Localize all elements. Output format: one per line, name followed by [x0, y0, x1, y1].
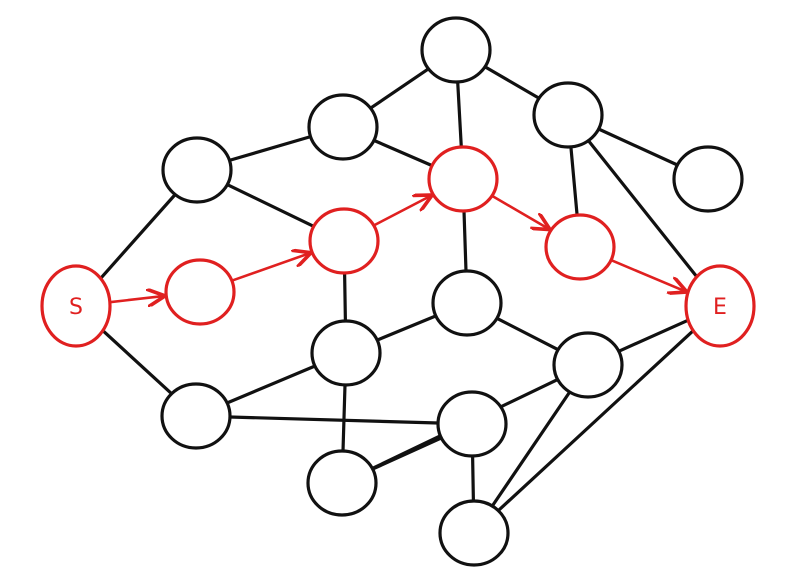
edge-lc-bot [471, 454, 475, 503]
node-r3 [427, 145, 499, 213]
node-ml [307, 93, 379, 161]
edge-r3-c [462, 209, 468, 273]
edge-mc-bc [341, 383, 347, 453]
edge-ul-ml [227, 135, 313, 162]
edges-layer [98, 65, 699, 513]
node-circle-bot [438, 499, 510, 567]
node-label-E: E [713, 295, 727, 320]
node-tr [532, 81, 604, 149]
edge-S-ul [98, 192, 177, 280]
edge-tr-E [586, 139, 699, 279]
node-circle-bc [306, 449, 378, 517]
node-circle-mc [310, 319, 382, 387]
node-circle-tr [532, 81, 604, 149]
edge-top-r3 [456, 80, 463, 149]
edge-tr-far [596, 127, 680, 167]
path-arrow-r4-E [609, 258, 685, 291]
edge-bot-E [496, 329, 695, 513]
node-ll [160, 382, 232, 450]
edge-ml-top [368, 67, 431, 110]
edge-ll-lc [228, 415, 440, 425]
edge-c-rc [495, 316, 560, 352]
node-c [431, 269, 503, 337]
node-circle-ll [160, 382, 232, 450]
path-arrow-r3-r4 [490, 194, 549, 229]
node-S: S [40, 264, 112, 348]
node-top [420, 16, 492, 84]
edge-top-tr [483, 65, 541, 100]
node-circle-far [672, 145, 744, 213]
node-circle-rc [552, 331, 624, 399]
node-circle-E [684, 264, 756, 348]
node-bot [438, 499, 510, 567]
node-circle-top [420, 16, 492, 84]
path-arrow-r1-r2 [230, 253, 310, 283]
node-circle-r1 [164, 258, 236, 326]
node-r2 [308, 207, 380, 275]
edge-mc-ll [225, 364, 317, 405]
node-circle-S [40, 264, 112, 348]
node-r4 [544, 213, 616, 281]
node-bc [306, 449, 378, 517]
node-circle-r2 [308, 207, 380, 275]
edge-tr-r4 [569, 145, 579, 217]
edge-mc-c [375, 314, 438, 342]
node-circle-ul [161, 136, 233, 204]
path-arrow-r2-r3 [372, 196, 431, 227]
node-circle-r4 [544, 213, 616, 281]
node-E: E [684, 264, 756, 348]
edge-rc-E [617, 318, 690, 353]
path-arrow-S-r1 [108, 296, 164, 302]
node-r1 [164, 258, 236, 326]
node-circle-r3 [427, 145, 499, 213]
node-circle-c [431, 269, 503, 337]
node-ul [161, 136, 233, 204]
node-rc [552, 331, 624, 399]
node-far [672, 145, 744, 213]
edge-ml-r3 [372, 138, 434, 168]
node-lc [436, 390, 508, 458]
edge-S-ll [101, 329, 174, 396]
edge-lc-bc [371, 436, 443, 471]
edge-r2-mc [343, 271, 347, 323]
edge-ul-r2 [225, 183, 316, 228]
edge-rc-bot [490, 390, 572, 508]
node-circle-ml [307, 93, 379, 161]
node-mc [310, 319, 382, 387]
node-label-S: S [69, 295, 83, 320]
node-circle-lc [436, 390, 508, 458]
